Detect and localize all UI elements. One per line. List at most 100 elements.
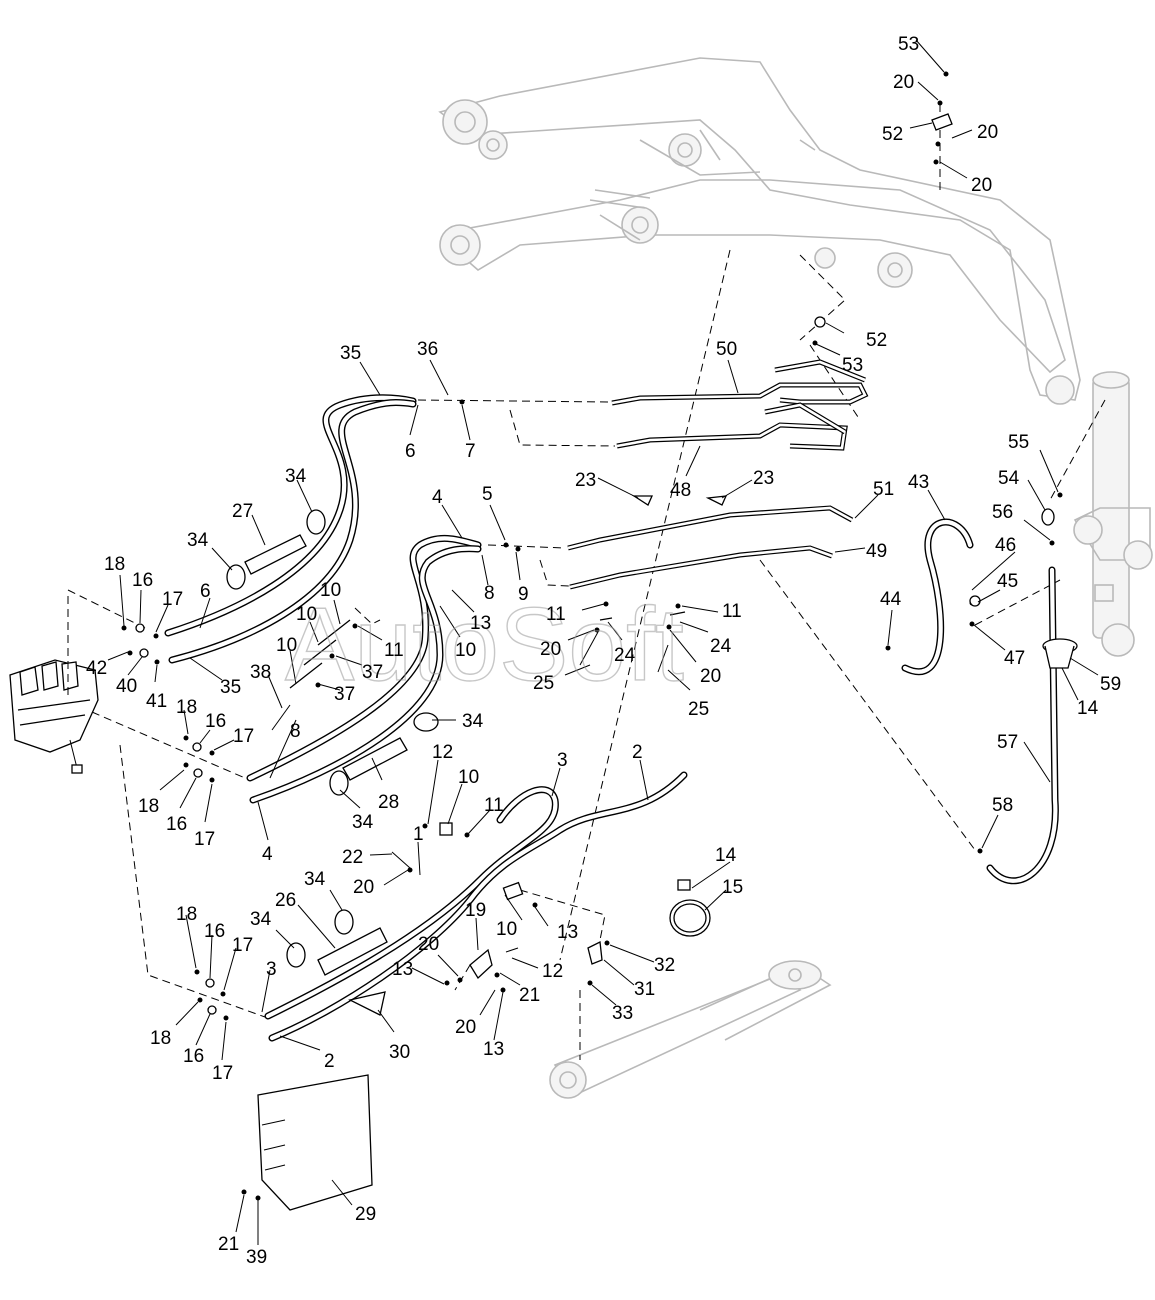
- callout-59: 59: [1100, 674, 1121, 695]
- callout-34: 34: [462, 711, 484, 732]
- callout-17: 17: [212, 1063, 233, 1084]
- callout-6: 6: [200, 581, 211, 602]
- callout-16: 16: [183, 1046, 204, 1067]
- callout-24: 24: [710, 636, 732, 657]
- hose-sleeves: [226, 509, 439, 976]
- callout-10: 10: [296, 604, 317, 625]
- callout-23: 23: [575, 470, 596, 491]
- callout-35: 35: [340, 343, 361, 364]
- callout-11: 11: [722, 601, 742, 622]
- callout-13: 13: [470, 613, 491, 634]
- callout-22: 22: [342, 847, 363, 868]
- callout-2: 2: [324, 1051, 335, 1072]
- callout-53: 53: [898, 34, 919, 55]
- callout-49: 49: [866, 541, 887, 562]
- callout-24: 24: [614, 645, 636, 666]
- callout-1: 1: [413, 824, 424, 845]
- callout-10: 10: [455, 640, 476, 661]
- bolts: [271, 495, 728, 953]
- callout-17: 17: [232, 935, 253, 956]
- callout-55: 55: [1008, 432, 1029, 453]
- callout-20: 20: [418, 934, 439, 955]
- callout-48: 48: [670, 480, 691, 501]
- watermark: AutoSoft: [285, 587, 684, 703]
- part-callouts: 53 20 52 20 20 52 53 35 36 50 6 7 23 48 …: [86, 34, 1121, 1268]
- callout-13: 13: [483, 1039, 504, 1060]
- callout-34: 34: [250, 909, 272, 930]
- callout-41: 41: [146, 691, 167, 712]
- callout-34: 34: [304, 869, 326, 890]
- callout-11: 11: [384, 640, 404, 661]
- callout-42: 42: [86, 658, 107, 679]
- callout-43: 43: [908, 472, 929, 493]
- callout-54: 54: [998, 468, 1020, 489]
- lift-cylinder-ghost: [549, 960, 832, 1099]
- callout-34: 34: [352, 812, 374, 833]
- callout-40: 40: [116, 676, 137, 697]
- callout-3: 3: [266, 959, 277, 980]
- callout-3: 3: [557, 750, 568, 771]
- callout-20: 20: [700, 666, 721, 687]
- callout-11: 11: [546, 604, 566, 625]
- callout-4: 4: [432, 487, 443, 508]
- callout-52: 52: [866, 330, 887, 351]
- callout-32: 32: [654, 955, 675, 976]
- callout-10: 10: [496, 919, 517, 940]
- callout-34: 34: [285, 466, 307, 487]
- callout-17: 17: [233, 726, 254, 747]
- callout-16: 16: [205, 711, 226, 732]
- callout-44: 44: [880, 589, 902, 610]
- boom-arm-ghost: [438, 57, 1081, 405]
- callout-14: 14: [715, 845, 737, 866]
- callout-18: 18: [138, 796, 159, 817]
- hose-guard-plate: [257, 991, 386, 1211]
- steel-tubes: [567, 359, 869, 590]
- callout-52: 52: [882, 124, 903, 145]
- callout-46: 46: [995, 535, 1016, 556]
- control-valve-block: [9, 659, 99, 774]
- callout-30: 30: [389, 1042, 410, 1063]
- callout-29: 29: [355, 1204, 376, 1225]
- callout-18: 18: [176, 697, 197, 718]
- callout-23: 23: [753, 468, 774, 489]
- callout-10: 10: [320, 580, 341, 601]
- callout-45: 45: [997, 571, 1018, 592]
- callout-34: 34: [187, 530, 209, 551]
- callout-15: 15: [722, 877, 743, 898]
- callout-20: 20: [893, 72, 914, 93]
- callout-33: 33: [612, 1003, 633, 1024]
- callout-28: 28: [378, 792, 399, 813]
- callout-5: 5: [482, 484, 493, 505]
- callout-20: 20: [977, 122, 998, 143]
- callout-16: 16: [132, 570, 153, 591]
- callout-18: 18: [150, 1028, 171, 1049]
- callout-37: 37: [334, 684, 355, 705]
- callout-21: 21: [519, 985, 540, 1006]
- callout-12: 12: [542, 961, 563, 982]
- callout-25: 25: [533, 673, 554, 694]
- callout-35: 35: [220, 677, 241, 698]
- callout-20: 20: [540, 639, 561, 660]
- callout-9: 9: [518, 584, 529, 605]
- callout-4: 4: [262, 844, 273, 865]
- callout-16: 16: [166, 814, 187, 835]
- callout-18: 18: [104, 554, 125, 575]
- callout-57: 57: [997, 732, 1018, 753]
- callout-10: 10: [276, 635, 297, 656]
- callout-20: 20: [455, 1017, 476, 1038]
- callout-47: 47: [1004, 648, 1025, 669]
- leader-lines: [107, 39, 1099, 1245]
- callout-31: 31: [634, 979, 655, 1000]
- hoses: [164, 394, 1059, 1042]
- callout-38: 38: [250, 662, 271, 683]
- callout-2: 2: [632, 742, 643, 763]
- callout-19: 19: [465, 900, 486, 921]
- callout-11: 11: [484, 795, 504, 816]
- callout-27: 27: [232, 501, 253, 522]
- callout-7: 7: [465, 441, 476, 462]
- callout-20: 20: [353, 877, 374, 898]
- callout-25: 25: [688, 699, 709, 720]
- callout-18: 18: [176, 904, 197, 925]
- clamps-and-fittings: [439, 113, 1078, 980]
